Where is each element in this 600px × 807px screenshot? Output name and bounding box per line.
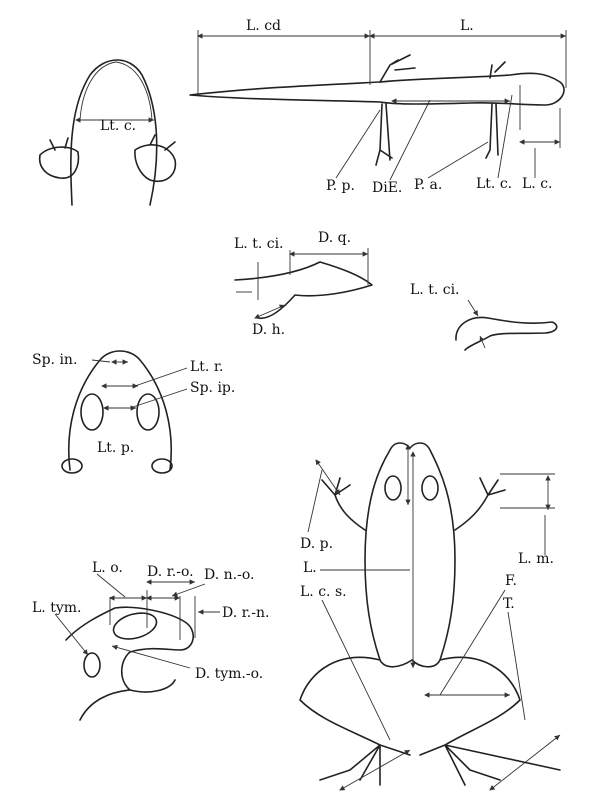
label-tail-length: L. cd bbox=[246, 18, 281, 34]
label-tail-fin-height-side: L. t. ci. bbox=[410, 282, 460, 298]
label-femur: F. bbox=[505, 573, 517, 589]
frog-head-lateral: L. o. D. r.-o. D. n.-o. L. tym. D. r.-n.… bbox=[32, 560, 269, 721]
label-nostril-eye-distance: D. n.-o. bbox=[204, 567, 254, 583]
label-body-length-frog: L. bbox=[303, 560, 317, 576]
label-body-length-salamander: L. bbox=[460, 18, 474, 34]
label-tympanum-eye-distance: D. tym.-o. bbox=[195, 666, 263, 682]
label-head-width-dorsal: Lt. c. bbox=[100, 118, 136, 134]
label-snout-eye-distance: D. r.-o. bbox=[147, 564, 194, 580]
frog-head-dorsal: Sp. in. Lt. r. Sp. ip. Lt. p. bbox=[32, 350, 235, 474]
label-tympanum-length: L. tym. bbox=[32, 600, 81, 616]
label-tibia: T. bbox=[503, 596, 515, 612]
label-hand-length: L. m. bbox=[518, 551, 554, 567]
salamander-head-dorsal: Lt. c. bbox=[38, 59, 177, 206]
label-forelimb: P. a. bbox=[414, 177, 442, 193]
label-body-depth: D. h. bbox=[252, 322, 285, 338]
salamander-body: L. cd L. P. p. DiE. P. a. Lt. c. L. c. bbox=[189, 18, 567, 196]
label-hindlimb: P. p. bbox=[326, 178, 355, 194]
label-finger-length: D. p. bbox=[300, 536, 333, 552]
label-eye-length: L. o. bbox=[92, 560, 123, 576]
label-eyelid-width: Lt. p. bbox=[97, 440, 134, 456]
label-interorbital-space: Sp. ip. bbox=[190, 380, 235, 396]
label-tail-fin-height: L. t. ci. bbox=[234, 236, 284, 252]
label-limb-distance: DiE. bbox=[372, 180, 402, 196]
label-snout-width: Lt. r. bbox=[190, 359, 223, 375]
label-head-length: L. c. bbox=[522, 176, 553, 192]
larva-side: L. t. ci. bbox=[410, 282, 558, 351]
frog-body-dorsal: D. p. L. L. c. s. L. m. F. T. bbox=[299, 442, 561, 791]
label-internarial-space: Sp. in. bbox=[32, 352, 77, 368]
label-tail-muscle-depth: D. q. bbox=[318, 230, 351, 246]
tail-detail: L. t. ci. D. q. D. h. bbox=[234, 230, 373, 338]
label-head-length-frog: L. c. s. bbox=[300, 584, 347, 600]
label-snout-nostril-distance: D. r.-n. bbox=[222, 605, 269, 621]
label-head-width: Lt. c. bbox=[476, 176, 512, 192]
